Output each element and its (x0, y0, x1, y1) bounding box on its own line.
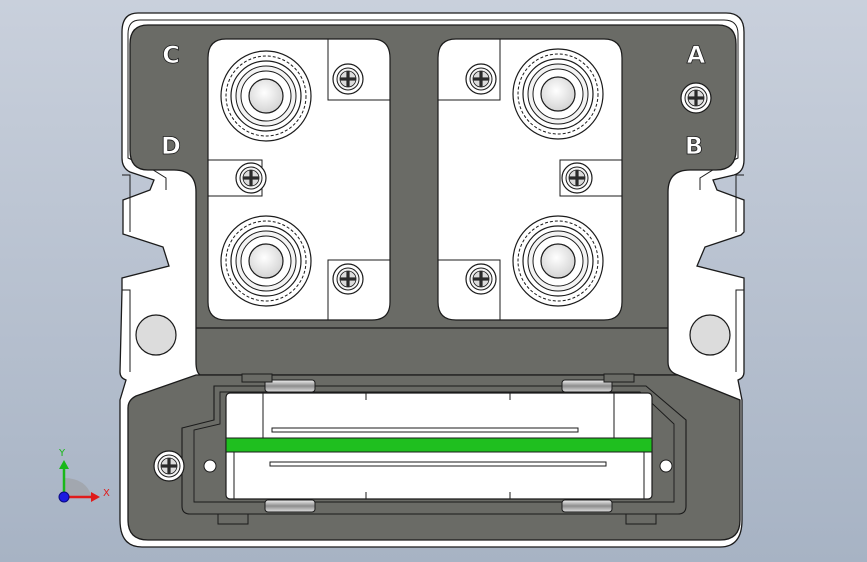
roller-bottom-left (264, 499, 316, 513)
triad-y-label: Y (58, 448, 66, 459)
roller-top-left (264, 379, 316, 393)
screw-left-top (332, 63, 364, 95)
bearing-boss-top-left (220, 50, 312, 142)
triad-y-arrowhead (59, 460, 69, 469)
triad-x-arrowhead (91, 492, 100, 502)
end-cap-bottom-left (217, 513, 249, 525)
screw-top-right-corner (680, 82, 712, 114)
triad-xy-plane (64, 478, 92, 497)
screw-right-bottom (465, 263, 497, 295)
end-cap-top-left (241, 373, 273, 383)
triad-x-label: X (103, 488, 110, 499)
corner-mark-top-left: C (162, 41, 180, 69)
lower-hole-left (203, 459, 217, 473)
screw-left-middle (235, 162, 267, 194)
screw-left-bottom (332, 263, 364, 295)
lower-hole-right (659, 459, 673, 473)
end-cap-top-right (603, 373, 635, 383)
slider-plate-slot-top (271, 427, 579, 433)
left-flange-detail (122, 174, 131, 372)
screw-right-middle (561, 162, 593, 194)
left-mounting-hole (135, 314, 177, 356)
roller-bottom-right (561, 499, 613, 513)
coordinate-triad: X Y (58, 448, 110, 503)
right-flange-detail (735, 174, 744, 372)
end-cap-bottom-right (625, 513, 657, 525)
bearing-boss-top-right (512, 48, 604, 140)
lower-block (127, 373, 741, 541)
bearing-boss-bottom-right (512, 215, 604, 307)
screw-right-top (465, 63, 497, 95)
triad-z-axis (58, 491, 70, 503)
slider-plate-marks (365, 393, 511, 499)
lower-recess-outline (181, 385, 687, 515)
upper-block: C A D B (129, 24, 737, 376)
slider-plate-slot-bottom (269, 461, 607, 467)
roller-top-right (561, 379, 613, 393)
right-mounting-hole (689, 314, 731, 356)
bearing-boss-bottom-left (220, 215, 312, 307)
screw-bottom-left (153, 450, 185, 482)
corner-mark-top-right: A (687, 41, 706, 69)
corner-mark-right-lower: B (685, 132, 703, 160)
guide-rail (225, 437, 653, 453)
right-face-notches (438, 39, 622, 320)
corner-mark-left-lower: D (161, 132, 181, 160)
slider-plate-steps (233, 393, 645, 499)
